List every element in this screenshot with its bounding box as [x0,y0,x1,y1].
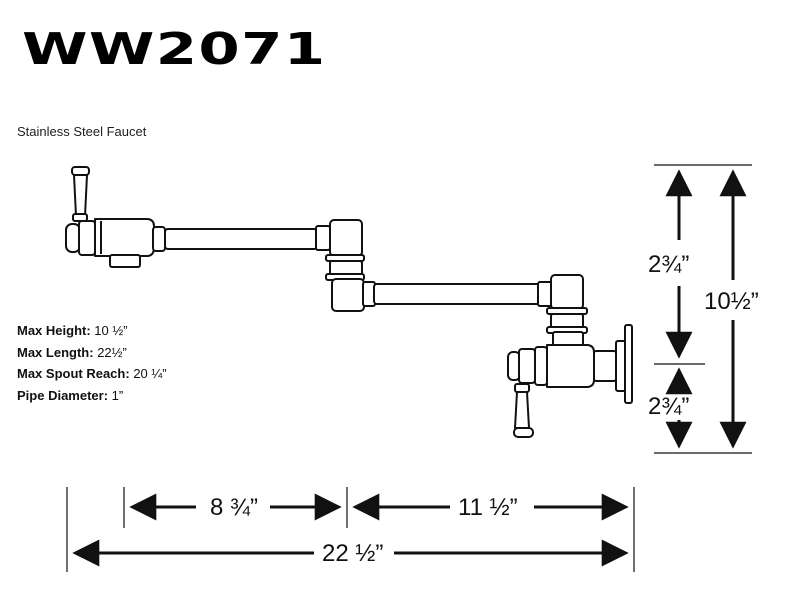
spec-label: Max Spout Reach: [17,366,130,381]
product-title: WW2071 [22,24,327,75]
spec-label: Max Height: [17,323,91,338]
upper-arm [164,228,318,250]
product-subtitle: Stainless Steel Faucet [17,124,147,139]
spec-value: 22½” [97,344,127,360]
lower-valve-body [507,324,633,404]
spec-value: 10 ½” [94,323,128,338]
total-height-label: 10½” [704,288,759,315]
spec-max-spout-reach: Max Spout Reach: 20 ¼” [17,363,167,385]
lower-height-label: 2¾” [648,393,689,420]
right-width-label: 11 ½” [458,494,518,521]
upper-height-label: 2¾” [648,251,689,278]
spec-label: Max Length: [17,344,94,360]
spec-label: Pipe Diameter: [17,387,109,403]
bottom-handle [513,383,534,438]
spec-value: 1” [111,387,124,403]
upper-joint [315,219,376,312]
spec-pipe-diameter: Pipe Diameter: 1” [17,385,167,407]
total-width-label: 22 ½” [322,540,383,567]
spec-max-length: Max Length: 22½” [17,342,167,364]
spec-max-height: Max Height: 10 ½” [17,320,167,342]
spec-list: Max Height: 10 ½” Max Length: 22½” Max S… [17,320,167,406]
vertical-dimensions [654,164,752,454]
lower-arm [373,283,541,305]
left-valve-body [65,218,166,268]
faucet-illustration [65,166,633,438]
spec-value: 20 ¼” [133,366,167,381]
left-handle [71,166,90,222]
left-width-label: 8 ¾” [210,494,258,521]
lower-joint [537,274,588,347]
